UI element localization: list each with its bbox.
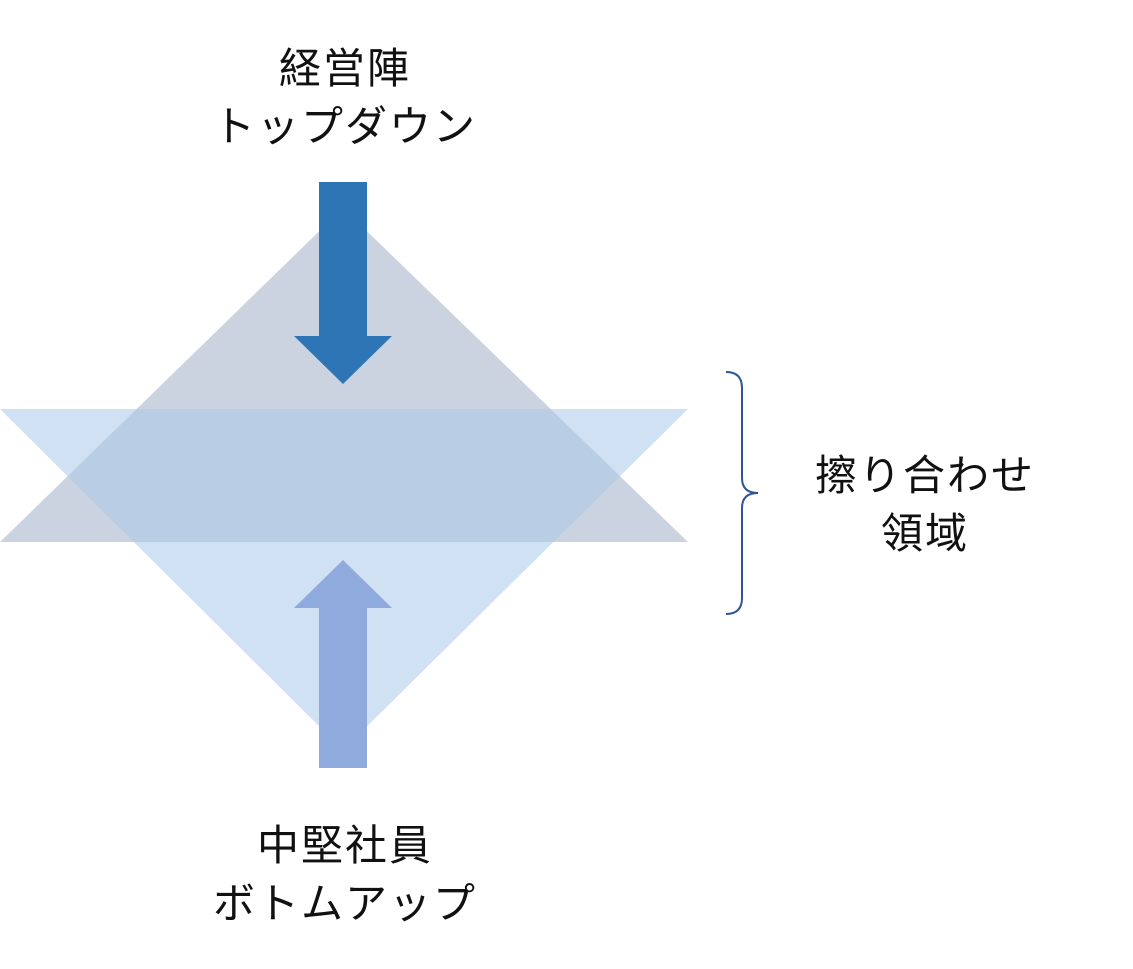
- overlap-bracket: [725, 371, 759, 615]
- bottom-up-label: 中堅社員 ボトムアップ: [150, 817, 540, 933]
- top-down-label-line1: 経営陣: [278, 44, 411, 93]
- alignment-zone-label-line2: 領域: [880, 509, 969, 558]
- alignment-zone-label-line1: 擦り合わせ: [814, 451, 1035, 500]
- bottom-up-arrow: [294, 560, 392, 768]
- bottom-up-label-line1: 中堅社員: [256, 821, 433, 870]
- bottom-up-label-line2: ボトムアップ: [212, 879, 477, 928]
- top-down-label: 経営陣 トップダウン: [150, 40, 540, 156]
- top-down-label-line2: トップダウン: [212, 102, 477, 151]
- alignment-zone-label: 擦り合わせ 領域: [780, 447, 1070, 563]
- top-down-arrow: [294, 182, 392, 384]
